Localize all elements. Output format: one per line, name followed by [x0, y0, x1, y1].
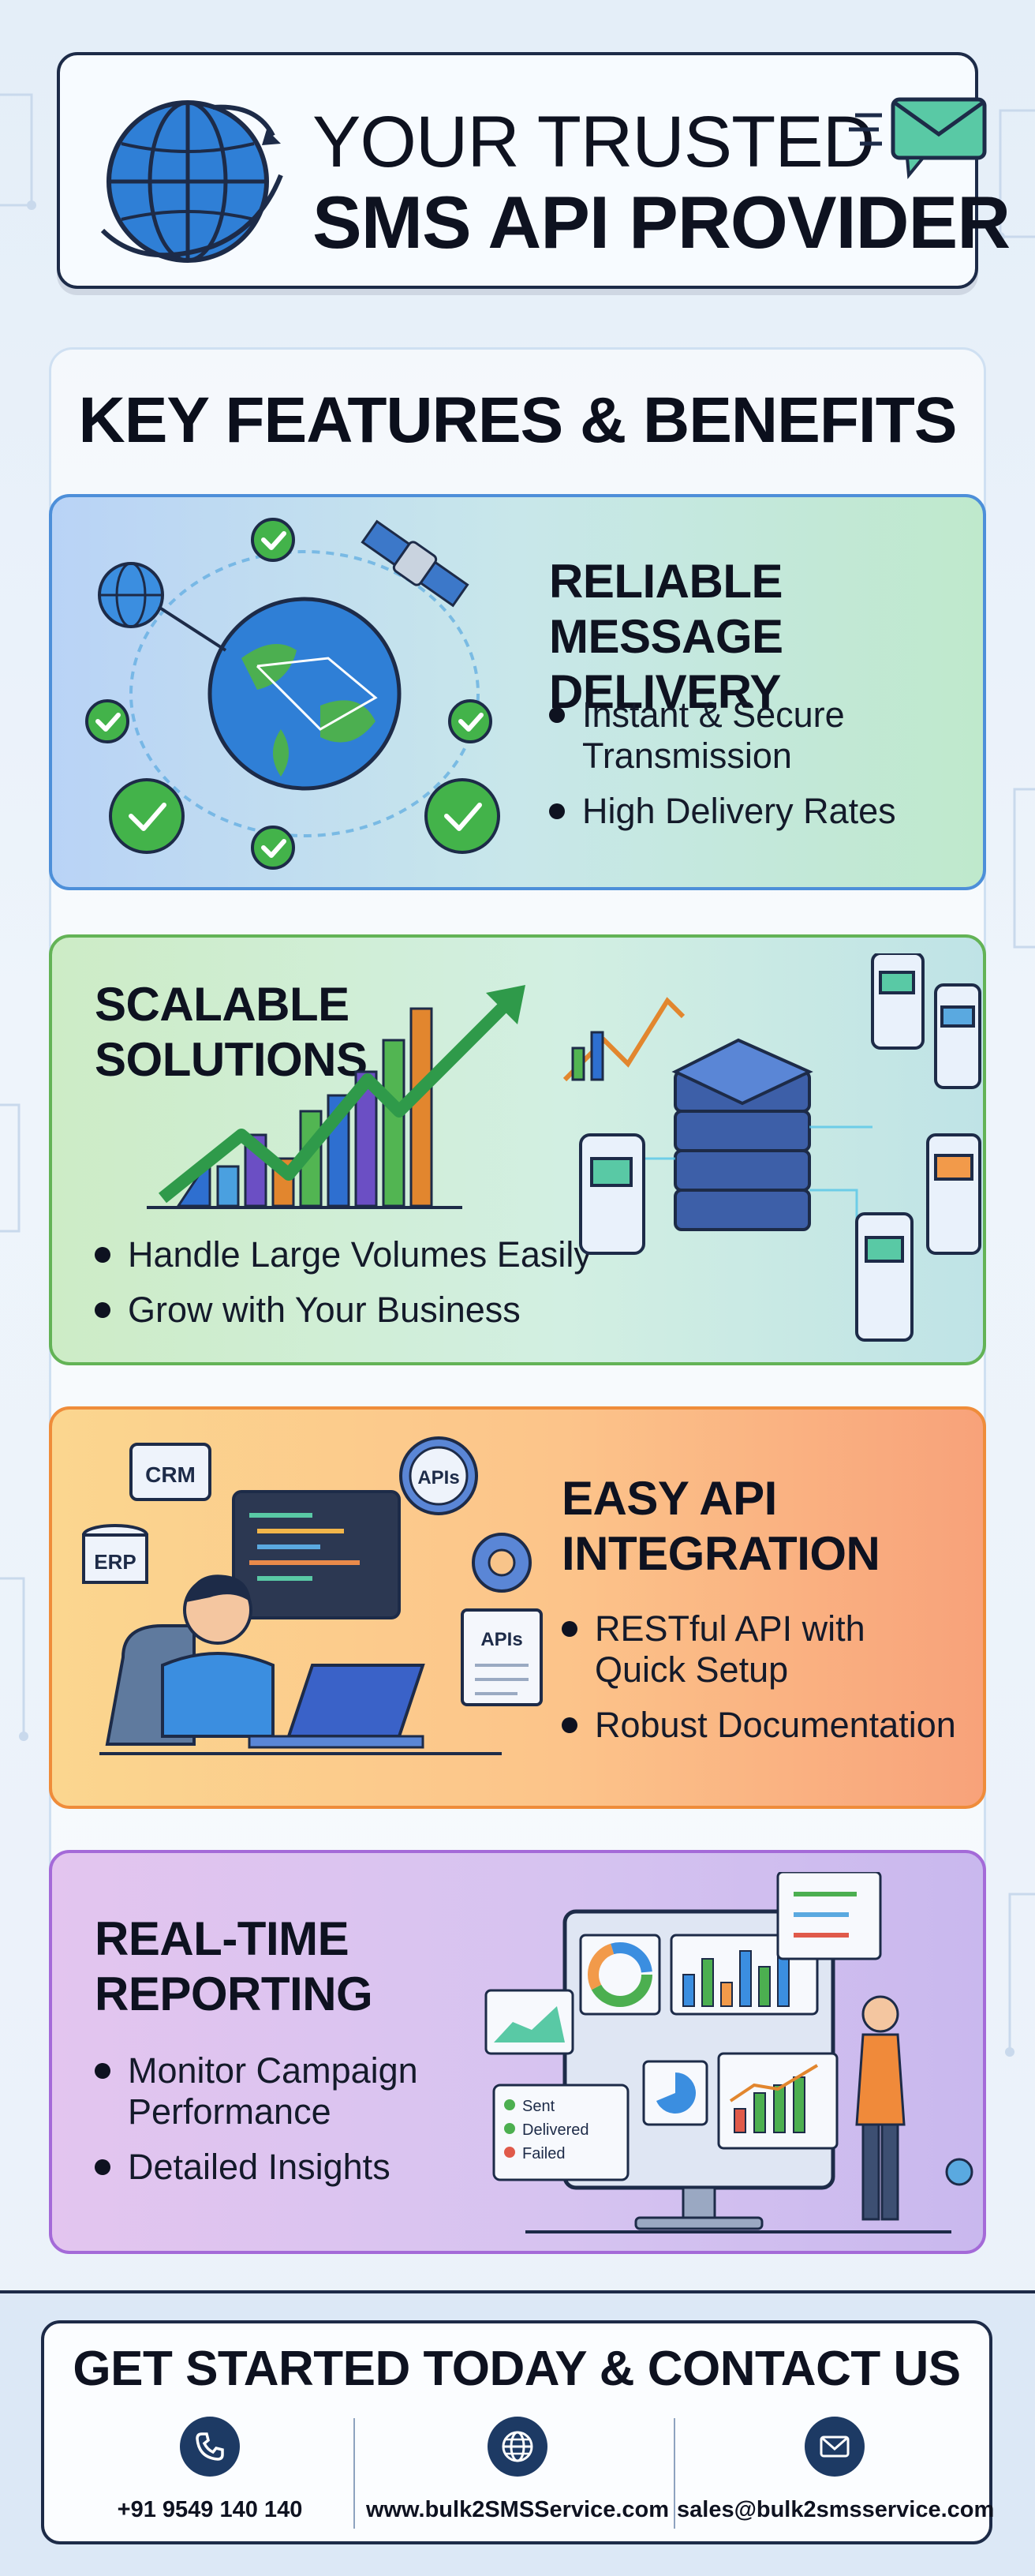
status-failed-label: Failed	[522, 2145, 565, 2162]
header-title-line1: YOUR TRUSTED	[312, 102, 875, 182]
bullet-item: Detailed Insights	[95, 2147, 418, 2188]
crm-label: CRM	[145, 1462, 196, 1487]
developer-integration-illustration: CRM ERP APIs APIs	[82, 1436, 543, 1755]
apis-doc-label: APIs	[480, 1629, 522, 1650]
bullet-item: Robust Documentation	[562, 1705, 956, 1746]
footer-title: GET STARTED TODAY & CONTACT US	[73, 2342, 961, 2396]
status-sent-label: Sent	[522, 2098, 555, 2115]
divider	[674, 2418, 675, 2529]
globe-icon	[100, 100, 283, 263]
website-link[interactable]: www.bulk2SMSService.com	[365, 2497, 670, 2522]
apis-gear-label: APIs	[417, 1467, 459, 1488]
bullet-item: Grow with Your Business	[95, 1290, 592, 1331]
global-network-illustration	[85, 518, 500, 870]
section-title: KEY FEATURES & BENEFITS	[78, 384, 958, 456]
contact-footer: GET STARTED TODAY & CONTACT US +91 9549 …	[41, 2320, 995, 2544]
globe-icon	[488, 2417, 547, 2477]
feature-heading: SCALABLE SOLUTIONS	[95, 978, 368, 1086]
bullet-item: High Delivery Rates	[549, 791, 896, 832]
header-banner: YOUR TRUSTED SMS API PROVIDER	[57, 52, 1011, 289]
divider	[353, 2418, 355, 2529]
feature-heading: REAL-TIME REPORTING	[95, 1912, 373, 2020]
phone-number[interactable]: +91 9549 140 140	[117, 2497, 303, 2522]
erp-label: ERP	[94, 1550, 136, 1574]
feature-bullets: Handle Large Volumes Easily Grow with Yo…	[95, 1234, 592, 1345]
feature-card-scalable-solutions: SCALABLE SOLUTIONS Handle Large Volumes …	[49, 934, 986, 1365]
phone-icon	[180, 2417, 240, 2477]
feature-heading: RELIABLE MESSAGE DELIVERY	[549, 555, 783, 718]
envelope-icon	[849, 97, 987, 180]
analytics-dashboard-illustration: Sent Delivered Failed	[484, 1872, 973, 2233]
feature-card-api-integration: CRM ERP APIs APIs EASY API INTEGRATION R…	[49, 1406, 986, 1809]
email-link[interactable]: sales@bulk2smsservice.com	[677, 2497, 995, 2522]
bullet-item: Handle Large Volumes Easily	[95, 1234, 592, 1275]
contact-website[interactable]: www.bulk2SMSService.com	[360, 2417, 675, 2535]
contact-phone[interactable]: +91 9549 140 140	[52, 2417, 368, 2535]
contact-email[interactable]: sales@bulk2smsservice.com	[677, 2417, 995, 2535]
status-delivered-label: Delivered	[522, 2121, 588, 2139]
server-devices-illustration	[562, 953, 981, 1342]
feature-heading: EASY API INTEGRATION	[562, 1472, 880, 1580]
growth-chart-illustration	[147, 985, 525, 1209]
header-title-line2: SMS API PROVIDER	[312, 181, 1011, 264]
envelope-icon	[805, 2417, 865, 2477]
feature-card-reliable-delivery: RELIABLE MESSAGE DELIVERY Instant & Secu…	[49, 494, 986, 890]
